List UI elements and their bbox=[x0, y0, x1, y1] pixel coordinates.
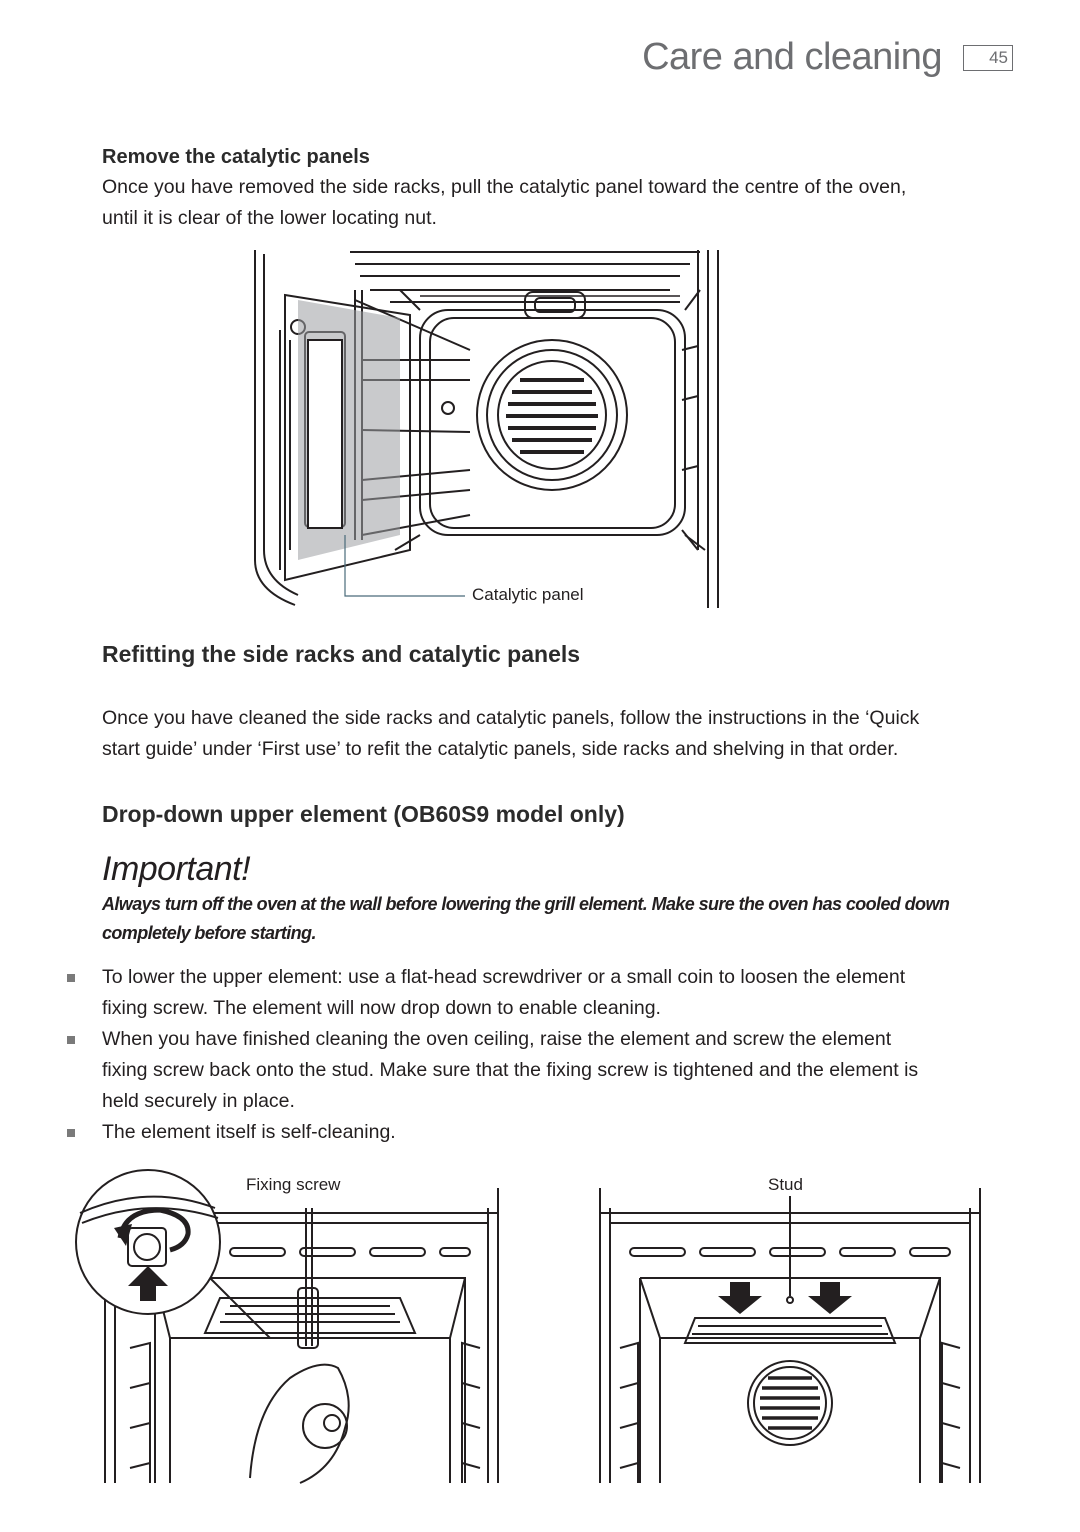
bullet-square-icon bbox=[67, 1129, 75, 1137]
list-item-line: The element itself is self-cleaning. bbox=[102, 1121, 396, 1143]
bullet-square-icon bbox=[67, 974, 75, 982]
section-heading-drop-down-element: Drop-down upper element (OB60S9 model on… bbox=[102, 801, 625, 827]
important-label: Important! bbox=[102, 850, 251, 888]
body-line: until it is clear of the lower locating … bbox=[102, 207, 437, 229]
oven-fixing-screw-illustration bbox=[75, 1169, 499, 1484]
warning-line: completely before starting. bbox=[102, 923, 316, 943]
list-item-line: held securely in place. bbox=[102, 1090, 295, 1112]
body-line: start guide’ under ‘First use’ to refit … bbox=[102, 738, 899, 760]
bullet-square-icon bbox=[67, 1036, 75, 1044]
list-item-line: To lower the upper element: use a flat-h… bbox=[102, 966, 906, 988]
list-item-line: fixing screw. The element will now drop … bbox=[102, 997, 661, 1019]
oven-catalytic-panel-illustration bbox=[254, 250, 719, 608]
section-heading-remove-panels: Remove the catalytic panels bbox=[102, 146, 370, 168]
list-item: The element itself is self-cleaning. bbox=[62, 1117, 1022, 1148]
figure-caption-catalytic-panel: Catalytic panel bbox=[472, 585, 584, 604]
down-arrow-icon bbox=[808, 1282, 852, 1314]
page-number: 45 bbox=[963, 45, 1013, 71]
body-line: Once you have removed the side racks, pu… bbox=[102, 176, 907, 198]
list-item: To lower the upper element: use a flat-h… bbox=[62, 962, 1022, 1024]
list-item-line: fixing screw back onto the stud. Make su… bbox=[102, 1059, 919, 1081]
rotation-arrow-icon bbox=[117, 1207, 191, 1253]
figure-caption-fixing-screw: Fixing screw bbox=[246, 1175, 341, 1194]
section-body-refitting: Once you have cleaned the side racks and… bbox=[102, 703, 1032, 765]
page-title: Care and cleaning bbox=[642, 36, 942, 78]
warning-line: Always turn off the oven at the wall bef… bbox=[102, 894, 950, 914]
up-arrow-icon bbox=[128, 1266, 168, 1301]
figure-caption-stud: Stud bbox=[768, 1175, 803, 1194]
section-body-remove-panels: Once you have removed the side racks, pu… bbox=[102, 172, 1032, 234]
body-line: Once you have cleaned the side racks and… bbox=[102, 707, 920, 729]
section-heading-refitting: Refitting the side racks and catalytic p… bbox=[102, 641, 581, 667]
list-item-line: When you have finished cleaning the oven… bbox=[102, 1028, 892, 1050]
warning-text: Always turn off the oven at the wall bef… bbox=[102, 890, 1022, 948]
instruction-list: To lower the upper element: use a flat-h… bbox=[62, 962, 1022, 1148]
list-item: When you have finished cleaning the oven… bbox=[62, 1024, 1022, 1117]
oven-stud-illustration bbox=[599, 1188, 981, 1483]
down-arrow-icon bbox=[718, 1282, 762, 1314]
